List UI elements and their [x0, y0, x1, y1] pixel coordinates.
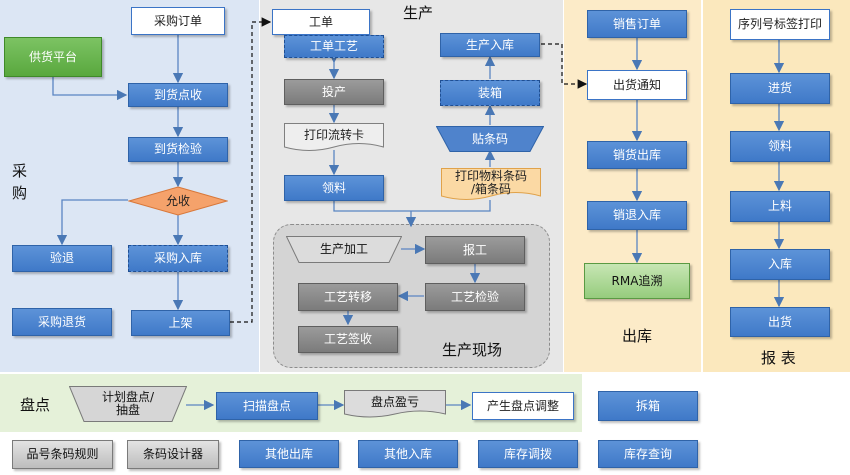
report-pick-node[interactable]: 领料 — [730, 131, 830, 162]
stock-transfer-node[interactable]: 库存调拨 — [478, 440, 578, 468]
process-signoff-node[interactable]: 工艺签收 — [298, 326, 398, 353]
allow-decision-diamond[interactable] — [128, 186, 228, 216]
feed-production-node[interactable]: 投产 — [284, 79, 384, 105]
stock-query-node[interactable]: 库存查询 — [598, 440, 698, 468]
process-transfer-node[interactable]: 工艺转移 — [298, 283, 398, 311]
purchase-return-node[interactable]: 采购退货 — [12, 308, 112, 336]
work-order-node[interactable]: 工单 — [272, 9, 370, 35]
plan-count-label: 计划盘点/ 抽盘 — [101, 390, 155, 417]
pick-material-node[interactable]: 领料 — [284, 175, 384, 201]
supplier-platform-node[interactable]: 供货平台 — [4, 37, 102, 77]
unpack-node[interactable]: 拆箱 — [598, 391, 698, 421]
allow-decision-label: 允收 — [165, 193, 190, 208]
arrival-inspect-node[interactable]: 到货检验 — [128, 137, 228, 162]
report-stock-in-node[interactable]: 进货 — [730, 73, 830, 104]
count-adjust-node[interactable]: 产生盘点调整 — [472, 392, 574, 420]
arrival-receive-node[interactable]: 到货点收 — [128, 83, 228, 107]
purchase-order-node[interactable]: 采购订单 — [131, 7, 225, 35]
scan-count-node[interactable]: 扫描盘点 — [216, 392, 318, 420]
report-inbound-node[interactable]: 入库 — [730, 249, 830, 280]
plan-count-shape[interactable] — [69, 386, 187, 422]
report-work-node[interactable]: 报工 — [425, 236, 525, 264]
process-label: 生产加工 — [319, 242, 368, 256]
shelve-node[interactable]: 上架 — [131, 310, 230, 336]
other-outbound-node[interactable]: 其他出库 — [239, 440, 339, 468]
outbound-zone — [564, 0, 701, 372]
labeling-label: 贴条码 — [471, 131, 508, 146]
shopfloor-zone-label: 生产现场 — [442, 341, 503, 359]
print-codes-label: 打印物料条码 /箱条码 — [454, 169, 527, 196]
print-card-label: 打印流转卡 — [303, 128, 364, 142]
other-inbound-node[interactable]: 其他入库 — [358, 440, 458, 468]
report-feed-node[interactable]: 上料 — [730, 191, 830, 222]
production-inbound-node[interactable]: 生产入库 — [440, 33, 540, 57]
purchase-inbound-node[interactable]: 采购入库 — [128, 245, 228, 272]
inspect-return-node[interactable]: 验退 — [12, 245, 112, 272]
report-zone-label: 报 表 — [761, 349, 796, 367]
report-ship-node[interactable]: 出货 — [730, 307, 830, 337]
sales-out-node[interactable]: 销货出库 — [587, 141, 687, 169]
sales-order-node[interactable]: 销售订单 — [587, 10, 687, 38]
inventory-zone-label: 盘点 — [20, 396, 51, 414]
process-manual-op-shape[interactable] — [286, 236, 402, 263]
purchase-zone-label: 采 购 — [12, 162, 28, 202]
serial-label-print-node[interactable]: 序列号标签打印 — [730, 9, 830, 40]
barcode-designer-node[interactable]: 条码设计器 — [127, 440, 219, 469]
print-codes-shape[interactable] — [441, 168, 541, 203]
count-diff-label: 盘点盈亏 — [370, 395, 419, 409]
boxing-node[interactable]: 装箱 — [440, 80, 540, 106]
outbound-zone-label: 出库 — [622, 327, 653, 345]
rma-trace-node[interactable]: RMA追溯 — [584, 263, 690, 299]
process-inspect-node[interactable]: 工艺检验 — [425, 283, 525, 311]
item-code-rule-node[interactable]: 品号条码规则 — [12, 440, 113, 469]
labeling-trapezoid[interactable] — [436, 126, 544, 152]
print-card-shape[interactable] — [284, 123, 384, 153]
production-zone-label: 生产 — [403, 4, 434, 22]
count-diff-shape[interactable] — [344, 390, 446, 420]
sales-return-node[interactable]: 销退入库 — [587, 201, 687, 230]
ship-notice-node[interactable]: 出货通知 — [587, 70, 687, 100]
work-order-process-node[interactable]: 工单工艺 — [284, 35, 384, 58]
